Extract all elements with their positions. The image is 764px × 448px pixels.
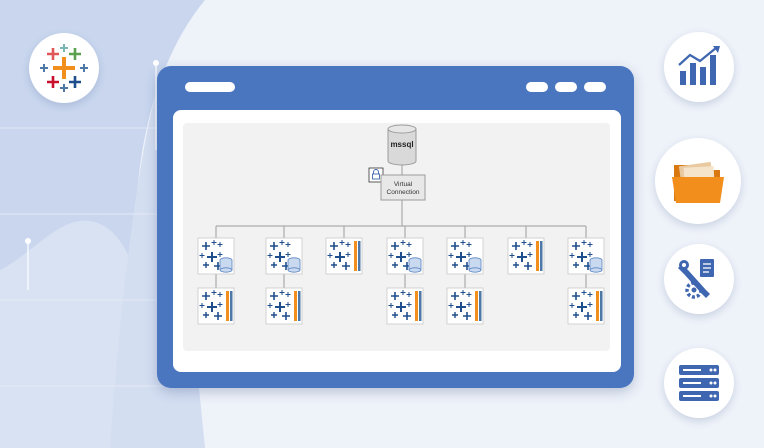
virtual-connection-label-line2: Connection bbox=[387, 189, 420, 196]
tableau-logo-badge bbox=[29, 33, 99, 103]
chart-badge bbox=[664, 32, 734, 102]
window-title-bar bbox=[185, 82, 235, 92]
virtual-connection-diagram: mssql Virtual Connection bbox=[183, 124, 610, 351]
workbook-node-6 bbox=[508, 238, 544, 274]
tools-document-icon bbox=[678, 259, 714, 299]
diagram-canvas: mssql Virtual Connection bbox=[183, 123, 610, 351]
data-source-node-7 bbox=[568, 238, 604, 274]
window-content: mssql Virtual Connection bbox=[173, 110, 621, 372]
data-source-node-1 bbox=[198, 238, 234, 274]
bar-chart-icon bbox=[678, 46, 720, 85]
lock-icon bbox=[368, 167, 384, 183]
folder-icon bbox=[672, 161, 724, 203]
database-label: mssql bbox=[390, 140, 413, 149]
tools-badge bbox=[664, 244, 734, 314]
folder-badge bbox=[655, 138, 741, 224]
window-close-button[interactable] bbox=[584, 82, 606, 92]
virtual-connection-label-line1: Virtual bbox=[394, 181, 413, 188]
window-minimize-button[interactable] bbox=[526, 82, 548, 92]
server-badge bbox=[664, 348, 734, 418]
workbook-node-2b bbox=[266, 288, 302, 324]
mssql-database-node: mssql bbox=[387, 124, 417, 166]
connection-lines bbox=[215, 200, 587, 288]
tableau-logo-icon bbox=[40, 44, 88, 92]
virtual-connection-node: Virtual Connection bbox=[380, 174, 426, 201]
data-source-node-5 bbox=[447, 238, 483, 274]
workbook-node-1b bbox=[198, 288, 234, 324]
workbook-node-7b bbox=[568, 288, 604, 324]
data-source-node-2 bbox=[266, 238, 302, 274]
browser-window: mssql Virtual Connection bbox=[157, 66, 634, 388]
window-maximize-button[interactable] bbox=[555, 82, 577, 92]
workbook-node-3 bbox=[326, 238, 362, 274]
workbook-node-5b bbox=[447, 288, 483, 324]
data-source-node-4 bbox=[387, 238, 423, 274]
workbook-node-4b bbox=[387, 288, 423, 324]
server-icon bbox=[679, 365, 719, 401]
